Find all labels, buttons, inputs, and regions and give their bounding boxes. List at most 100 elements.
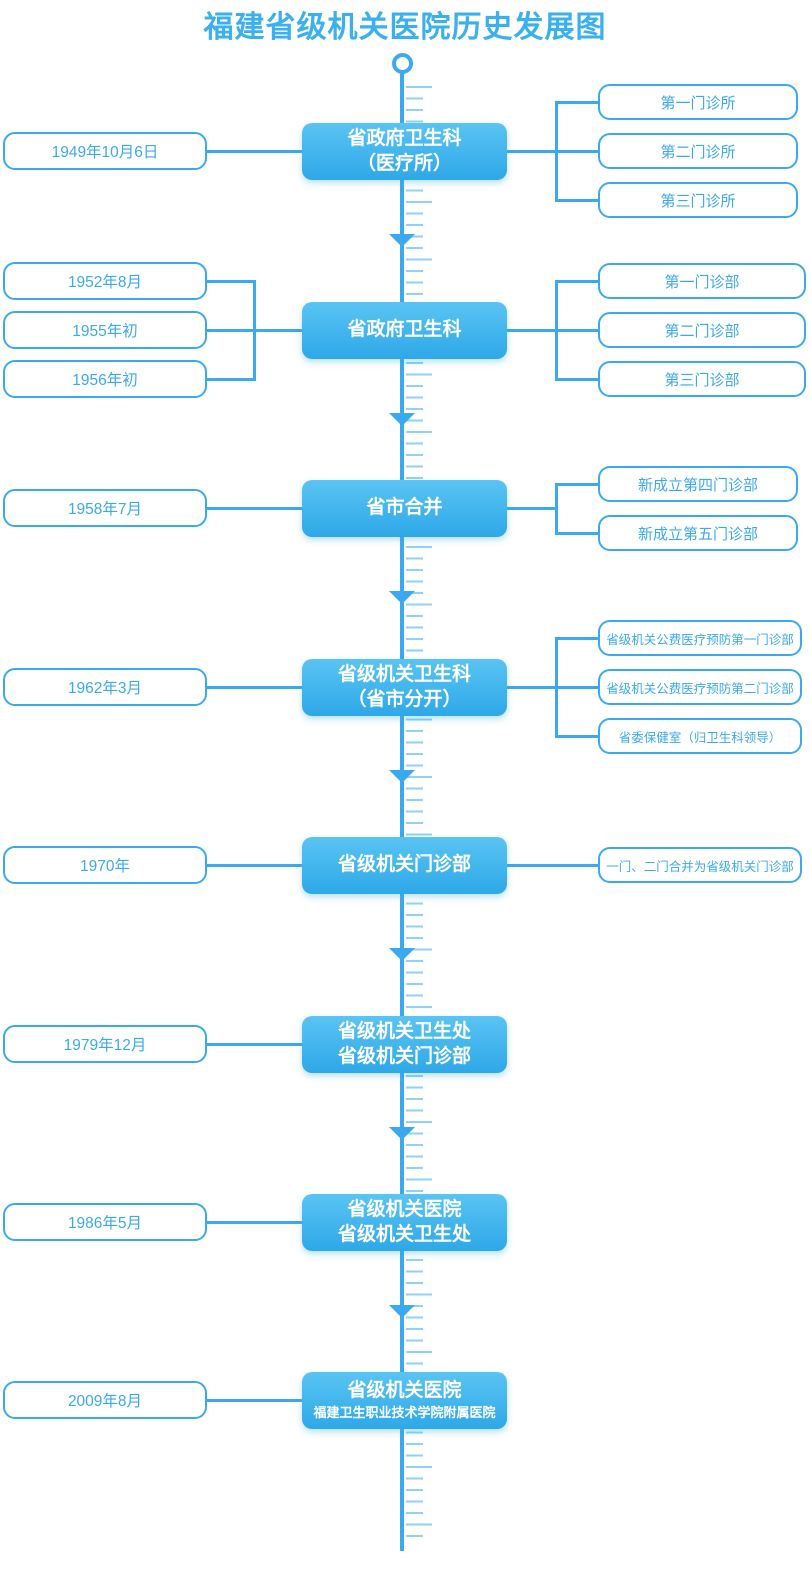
arrow-down-icon [389,1127,415,1140]
arrow-down-icon [389,770,415,783]
connector-line [556,483,598,486]
stage-date-label: 2009年8月 [67,1393,143,1410]
connector-line [207,1043,302,1046]
stage-name: 省级机关医院 [347,1380,462,1402]
connector-line [207,864,302,867]
stage-output-box: 省级机关公费医疗预防第二门诊部 [598,669,802,705]
connector-line [556,150,598,153]
connector-line [556,686,598,689]
connector-line [207,686,302,689]
connector-line [507,507,556,510]
connector-line [507,329,556,332]
stage-output-box: 第一门诊部 [598,263,806,299]
stage-date-label: 1955年初 [72,323,138,340]
stage-name-sub: （医疗所） [356,152,452,174]
stage-name: 省级机关卫生科 [337,663,471,685]
stage-main-box: 省政府卫生科 [302,302,507,359]
connector-line [207,1399,302,1402]
stage-output-label: 省级机关公费医疗预防第一门诊部 [606,632,794,647]
arrow-down-icon [389,591,415,604]
connector-line [207,507,302,510]
stage-main-box: 省市合并 [302,480,507,537]
stage-output-box: 第一门诊所 [598,84,798,120]
stage-date-box: 1962年3月 [3,668,207,706]
stage-date-label: 1958年7月 [67,501,143,518]
stage-date-box: 1952年8月 [3,262,207,300]
connector-line [254,329,302,332]
connector-line [207,280,254,283]
stage-name: 省级机关医院 [347,1198,462,1220]
stage-name: 省市合并 [366,497,443,519]
stage-output-label: 第三门诊部 [664,371,740,389]
stage-date-box: 1958年7月 [3,489,207,527]
timeline-line [400,72,404,1551]
stage-name: 省政府卫生科 [347,127,462,149]
stage-date-box: 1949年10月6日 [3,132,207,170]
stage-date-box: 1970年 [3,846,207,884]
connector-line [507,864,598,867]
stage-main-box: 省级机关卫生处 省级机关门诊部 [302,1016,507,1073]
connector-line [556,378,598,381]
stage-output-box: 第二门诊所 [598,133,798,169]
stage-name: 省级机关门诊部 [337,854,471,876]
connector-bracket [555,483,558,535]
stage-date-label: 1956年初 [72,372,138,389]
stage-output-label: 第二门诊所 [660,143,736,161]
stage-date-box: 1986年5月 [3,1203,207,1241]
stage-date-label: 1952年8月 [67,274,143,291]
connector-line [507,150,556,153]
timeline-start-node [392,53,413,74]
stage-output-label: 第三门诊所 [660,192,736,210]
stage-output-box: 新成立第四门诊部 [598,466,798,502]
stage-name-sub: 福建卫生职业技术学院附属医院 [313,1404,496,1420]
stage-main-box: 省级机关门诊部 [302,837,507,894]
stage-date-label: 1970年 [80,858,130,875]
stage-date-box: 1955年初 [3,311,207,349]
arrow-down-icon [389,948,415,961]
stage-output-box: 第三门诊部 [598,361,806,397]
connector-line [556,199,598,202]
stage-date-box: 1956年初 [3,360,207,398]
stage-main-box: 省级机关卫生科 （省市分开） [302,659,507,716]
connector-line [556,637,598,640]
arrow-down-icon [389,413,415,426]
stage-output-box: 第二门诊部 [598,312,806,348]
connector-line [556,532,598,535]
stage-date-label: 1962年3月 [67,680,143,697]
connector-line [556,101,598,104]
connector-line [207,1221,302,1224]
stage-main-box: 省级机关医院 福建卫生职业技术学院附属医院 [302,1372,507,1429]
connector-line [556,280,598,283]
stage-output-label: 新成立第五门诊部 [637,525,758,543]
arrow-down-icon [389,234,415,247]
arrow-down-icon [389,1305,415,1318]
stage-name: 省政府卫生科 [347,319,462,341]
stage-output-label: 省委保健室（归卫生科领导） [618,730,782,745]
stage-date-box: 1979年12月 [3,1025,207,1063]
connector-line [556,329,598,332]
stage-date-label: 1986年5月 [67,1215,143,1232]
stage-output-label: 新成立第四门诊部 [637,476,758,494]
stage-output-box: 省委保健室（归卫生科领导） [598,718,802,754]
stage-main-box: 省政府卫生科 （医疗所） [302,123,507,180]
stage-output-label: 第二门诊部 [664,322,740,340]
connector-line [507,686,556,689]
connector-line [556,735,598,738]
stage-output-box: 省级机关公费医疗预防第一门诊部 [598,620,802,656]
stage-name-sub: （省市分开） [347,688,462,710]
stage-output-label: 一门、二门合并为省级机关门诊部 [606,859,794,874]
stage-output-label: 第一门诊所 [660,94,736,112]
connector-line [207,329,254,332]
stage-date-label: 1949年10月6日 [51,144,159,161]
connector-line [207,150,302,153]
stage-output-box: 一门、二门合并为省级机关门诊部 [598,847,802,883]
stage-name-sub: 省级机关卫生处 [337,1223,471,1245]
stage-output-label: 省级机关公费医疗预防第二门诊部 [606,681,794,696]
stage-output-box: 第三门诊所 [598,182,798,218]
stage-date-label: 1979年12月 [63,1037,147,1054]
stage-output-label: 第一门诊部 [664,273,740,291]
stage-name-sub: 省级机关门诊部 [337,1045,471,1067]
page-title: 福建省级机关医院历史发展图 [203,11,607,44]
connector-line [207,378,254,381]
